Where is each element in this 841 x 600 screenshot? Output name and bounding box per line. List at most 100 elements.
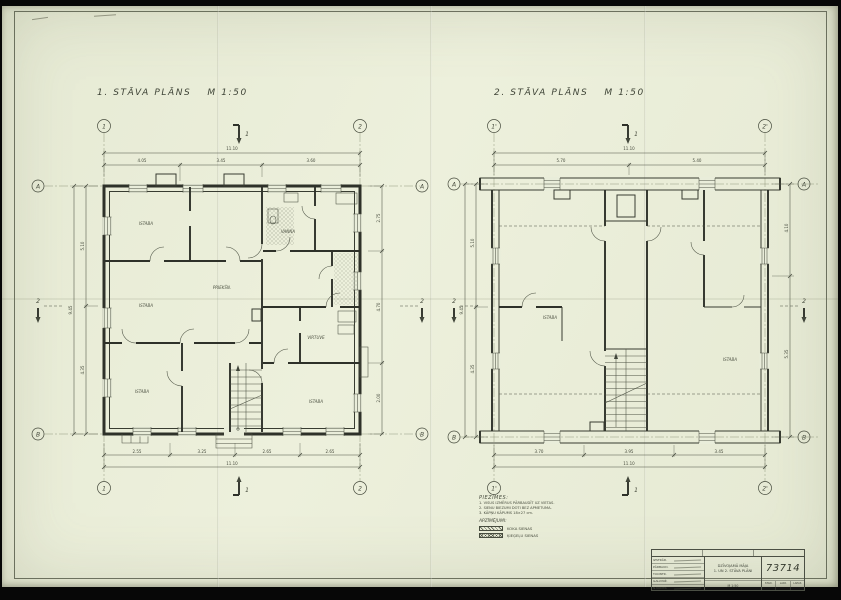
dim-label: 2.65	[263, 449, 272, 454]
dim-label: 9.45	[459, 305, 464, 314]
legend-swatch-cross-hatch	[479, 533, 503, 538]
legend-label: KOKA SIENAS	[507, 526, 533, 531]
dim-label: 3.60	[307, 158, 316, 163]
dim-label: 11.10	[226, 146, 238, 151]
signature-mark	[673, 584, 702, 590]
axis-label: 2	[358, 123, 362, 130]
axis-label: B	[36, 431, 40, 438]
notes-block: PIEZĪMES: 1. VISUS IZMĒRUS PĀRBAUDĪT UZ …	[479, 495, 619, 538]
windows	[490, 177, 770, 444]
exterior-walls	[102, 173, 369, 449]
counter	[337, 324, 355, 335]
axis-label: 1	[102, 123, 106, 130]
dim-label: 5.70	[557, 158, 566, 163]
dim-label: 4.10	[784, 223, 789, 232]
dim-label: 5.40	[693, 158, 702, 163]
stairs	[604, 348, 648, 431]
axis-grid	[460, 133, 820, 481]
floor-plan-1: 1 2 1 2 A B A B 1 1 2 2	[31, 119, 429, 496]
axis-label: 2'	[762, 123, 768, 130]
dim-label: 3.70	[535, 449, 544, 454]
axis-label: 2	[358, 485, 362, 492]
plan-scale-right: M 1:50	[604, 88, 645, 98]
legend-swatch-diagonal-hatch	[479, 526, 503, 531]
pencil-mark	[93, 14, 117, 17]
title-block-signatures: IZSTRĀD. PĀRBAUD. T.KONTR. GALV.INŽ. N.K…	[652, 556, 705, 590]
dim-label: 4.05	[138, 158, 147, 163]
fold-line	[2, 298, 838, 300]
axis-label: B	[452, 434, 456, 441]
door-arcs	[521, 226, 745, 367]
dim-label: 2.75	[376, 213, 381, 222]
note-line: 2. SIENU BIEZUMI DOTI BEZ APMETUMA.	[479, 506, 552, 510]
door-arcs	[121, 205, 341, 387]
fold-line	[217, 6, 219, 587]
dim-label: 2.65	[326, 449, 335, 454]
sign-label: T.KONTR.	[653, 572, 667, 576]
bay	[359, 346, 369, 378]
document-number: 73714	[762, 557, 804, 581]
interior-walls	[105, 187, 360, 432]
pencil-mark	[32, 16, 48, 21]
sign-label: N.KONTR.	[653, 586, 668, 590]
dim-label: 2.55	[133, 449, 142, 454]
room-labels: ISTABA ISTABA	[543, 315, 737, 362]
chimneys	[553, 189, 699, 432]
floor-plan-2: 1' 2' 1' 2' A B A B 1 1 2 2	[447, 119, 820, 496]
stairs	[229, 363, 263, 432]
section-label: 1	[634, 131, 638, 138]
room-labels: ISTABA ISTABA VANNA VIRTUVE PRIEKŠN. IST…	[135, 221, 325, 404]
axis-label: 2'	[762, 485, 768, 492]
dim-label: 3.95	[625, 449, 634, 454]
axis-label: A	[35, 183, 40, 190]
title-block-top-strip	[651, 549, 805, 556]
dim-label: 4.70	[376, 302, 381, 311]
flue	[251, 308, 262, 322]
axis-markers: 1' 2' 1' 2' A B A B	[447, 119, 811, 495]
dim-label: 2.00	[376, 393, 381, 402]
dimension-lines: 4.05 3.45 3.60 11.10 2.55 3.25 2.65 2.65…	[68, 146, 385, 470]
section-label: 2	[420, 298, 424, 305]
dim-label: 5.10	[470, 238, 475, 247]
room-label: ISTABA	[139, 303, 153, 308]
dim-label: 11.10	[226, 461, 238, 466]
stage-cell: STAD.	[762, 581, 777, 590]
dim-label: 5.10	[80, 241, 85, 250]
section-label: 1	[634, 487, 638, 494]
headroom-dashed-lines	[499, 225, 761, 395]
axis-markers: 1 2 1 2 A B A B	[31, 119, 429, 495]
exterior-walls	[479, 177, 781, 444]
sheet-cell: LAPA	[776, 581, 791, 590]
axis-label: B	[802, 434, 806, 441]
sign-label: IZSTRĀD.	[653, 558, 668, 562]
section-label: 2	[452, 298, 456, 305]
section-label: 1	[245, 131, 249, 138]
section-label: 1	[245, 487, 249, 494]
fold-line	[430, 6, 432, 587]
entry-door-opening	[224, 426, 244, 437]
dim-label: 11.10	[623, 146, 635, 151]
dim-label: 3.45	[217, 158, 226, 163]
room-label: ISTABA	[309, 399, 323, 404]
title-block: IZSTRĀD. PĀRBAUD. T.KONTR. GALV.INŽ. N.K…	[651, 556, 805, 591]
chimney	[223, 173, 245, 187]
axis-label: A	[451, 181, 456, 188]
legend-title: APZĪMĒJUMI:	[479, 519, 507, 524]
dim-label: 3.25	[198, 449, 207, 454]
axis-label: A	[419, 183, 424, 190]
sink	[283, 192, 299, 203]
dim-label: 5.35	[784, 349, 789, 358]
room-label: ISTABA	[139, 221, 153, 226]
signature-mark	[673, 556, 702, 562]
room-label: ISTABA	[135, 389, 149, 394]
axis-label: B	[420, 431, 424, 438]
bathtub	[335, 192, 358, 205]
fixtures	[251, 192, 358, 335]
dim-label: 11.10	[623, 461, 635, 466]
fold-line	[644, 6, 646, 587]
chimney	[155, 173, 177, 187]
toilet	[267, 208, 279, 224]
windows	[102, 183, 362, 437]
